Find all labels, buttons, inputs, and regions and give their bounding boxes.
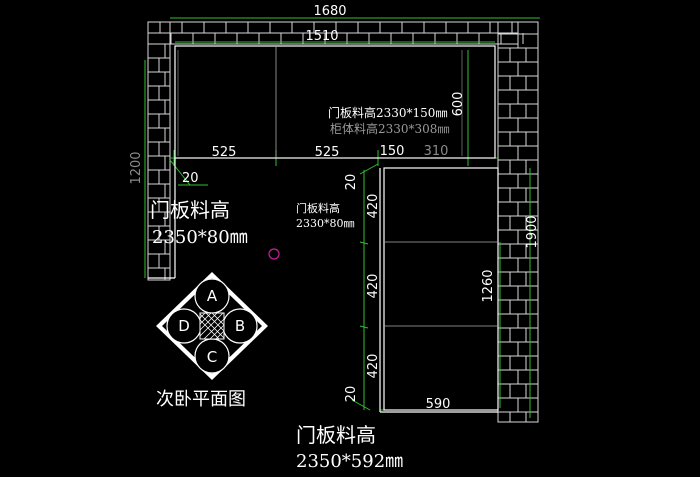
dim-1260: 1260 [481,269,496,302]
left-wall-strip [147,21,171,281]
note-door-small-line1: 门板料高 [296,201,340,215]
top-wardrobe [174,45,496,159]
cabinets [148,45,499,413]
compass-label-c: C [207,348,217,366]
note-door-small-line2: 2330*80㎜ [296,217,355,230]
dim-525-b: 525 [315,145,340,160]
dim-1510: 1510 [305,29,338,44]
note-door-left-line2: 2350*80㎜ [152,227,248,248]
dim-150: 150 [380,144,405,159]
dim-420-c: 420 [366,354,381,379]
dim-525-a: 525 [212,145,237,160]
position-marker [268,248,280,260]
leader-20-top [169,159,191,186]
compass-label-d: D [178,317,190,335]
dim-1200: 1200 [129,151,144,184]
dim-600: 600 [451,92,466,117]
note-door-bottom-line2: 2350*592㎜ [296,451,403,472]
leader-20-bottom [351,399,371,411]
compass-label-b: B [235,317,245,335]
room-title: 次卧平面图 [156,389,246,410]
dim-310: 310 [424,144,449,159]
dim-1900: 1900 [525,215,540,248]
dim-1680: 1680 [313,4,346,19]
dim-590: 590 [426,397,451,412]
dim-420-a: 420 [366,194,381,219]
right-wardrobe [383,167,499,411]
dim-20-top: 20 [182,171,199,186]
compass-label-a: A [207,287,218,305]
leader-20-mid [359,163,379,175]
compass-symbol: A B C D [156,272,268,380]
dim-20-bottom: 20 [344,386,359,403]
dim-20-mid: 20 [344,174,359,191]
note-door-left-line1: 门板料高 [150,198,230,222]
note-door-panel-top: 门板料高2330*150㎜ [328,105,447,120]
dim-420-b: 420 [366,274,381,299]
note-cabinet-body: 柜体料高2330*308㎜ [330,121,449,136]
note-door-bottom-line1: 门板料高 [296,423,376,447]
